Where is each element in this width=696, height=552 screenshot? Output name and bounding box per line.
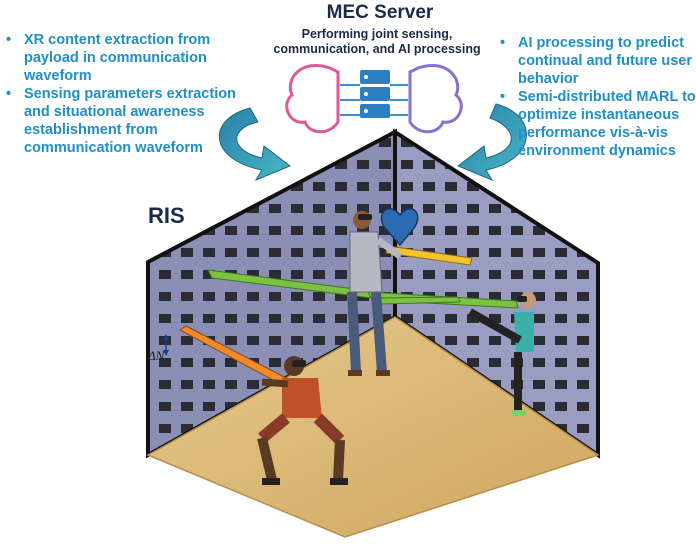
yellow-beam <box>385 245 473 266</box>
delta-n-label: ΔN <box>148 348 165 363</box>
delta-marker <box>163 334 169 356</box>
mec-server-icon <box>285 64 463 134</box>
left-bullet-item: XR content extraction from payload in co… <box>2 31 264 85</box>
floor <box>146 316 600 538</box>
beams <box>179 245 519 387</box>
mec-subtitle-line2: communication, and AI processing <box>273 42 481 56</box>
mec-subtitle-line1: Performing joint sensing, <box>301 27 453 41</box>
left-bullet-item: Sensing parameters extraction and situat… <box>2 85 264 157</box>
person-kicking <box>468 292 536 416</box>
ris-label: RIS <box>148 203 185 228</box>
person-crouching <box>257 356 348 485</box>
person-standing <box>347 211 403 376</box>
mec-server-subtitle: Performing joint sensing, communication,… <box>246 27 508 57</box>
room <box>146 128 600 538</box>
right-bullet-list: AI processing to predict continual and f… <box>496 34 696 160</box>
right-bullet-item: AI processing to predict continual and f… <box>496 34 696 88</box>
right-bullet-item: Semi-distributed MARL to optimize instan… <box>496 88 696 160</box>
left-bullet-list: XR content extraction from payload in co… <box>2 31 264 157</box>
heart-hologram <box>380 208 419 247</box>
mec-server-title: MEC Server <box>326 2 434 23</box>
